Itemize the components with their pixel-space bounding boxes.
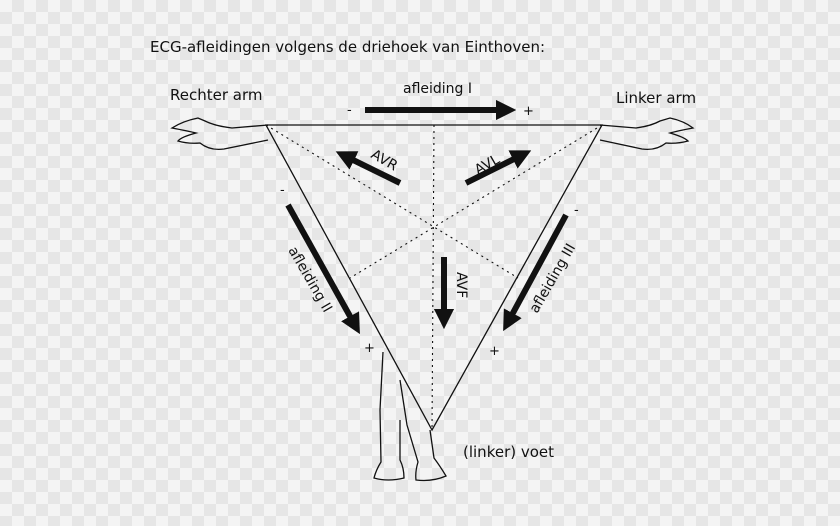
right-arm-label: Rechter arm [170, 86, 262, 104]
diagram-title: ECG-afleidingen volgens de driehoek van … [150, 38, 545, 56]
lead-iii-minus-sign: - [574, 203, 579, 218]
left-arm-label: Linker arm [616, 89, 696, 107]
right-arm-figure [170, 117, 269, 151]
lead-i-minus-sign: - [347, 103, 352, 118]
avr-arrow [335, 151, 402, 186]
lead-ii-minus-sign: - [280, 183, 285, 198]
lead-iii-plus-sign: + [489, 344, 500, 359]
median-lines [265, 124, 603, 431]
lead-ii-plus-sign: + [364, 341, 375, 356]
avl-arrow [464, 150, 532, 186]
legs-figure [373, 351, 447, 482]
avf-label: AVF [453, 272, 469, 298]
lead-i-plus-sign: + [523, 104, 534, 119]
foot-label: (linker) voet [463, 443, 554, 461]
left-arm-figure [599, 117, 695, 151]
lead-ii-arrow [285, 203, 360, 335]
lead-iii-arrow [503, 213, 569, 332]
lead-i-label: afleiding I [403, 81, 472, 97]
